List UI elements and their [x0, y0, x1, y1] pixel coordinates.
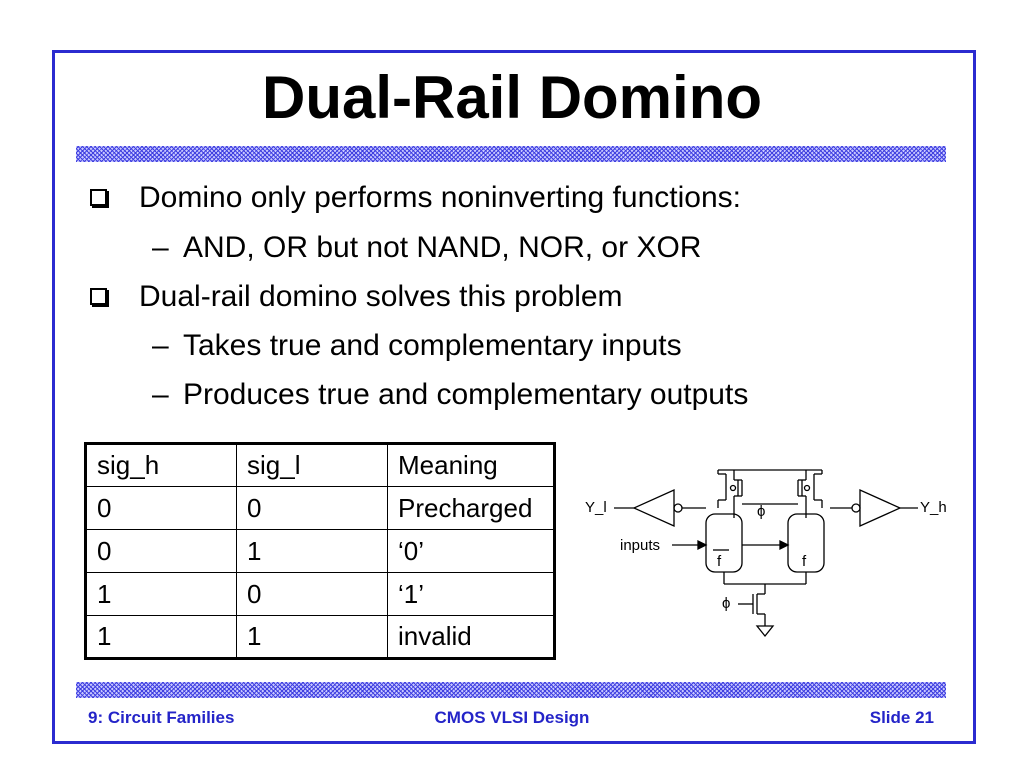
checkbox-bullet-icon — [90, 288, 107, 305]
left-output-inverter — [614, 488, 706, 528]
inputs-label: inputs — [620, 537, 660, 554]
ground-icon — [755, 625, 775, 638]
table-row: 0 1 ‘0’ — [85, 529, 555, 573]
sub-bullet-text: AND, OR but not NAND, NOR, or XOR — [183, 231, 702, 264]
table-row: 1 1 invalid — [85, 615, 555, 659]
right-output-inverter — [830, 488, 918, 528]
table-row: 1 0 ‘1’ — [85, 572, 555, 616]
bottom-divider — [76, 682, 946, 698]
sub-bullet-item: – Produces true and complementary output… — [152, 377, 748, 413]
header-cell: sig_l — [236, 443, 388, 487]
table-cell: ‘0’ — [387, 529, 555, 573]
sub-bullet-text: Produces true and complementary outputs — [183, 378, 749, 411]
dual-rail-domino-schematic: ϕ Y_l Y_h f f inputs ϕ — [585, 469, 947, 638]
table-cell: invalid — [387, 615, 555, 659]
dash-marker: – — [152, 378, 169, 411]
dash-marker: – — [152, 329, 169, 362]
header-cell: Meaning — [387, 443, 555, 487]
footer-slide-number: Slide 21 — [869, 708, 934, 727]
inputs-arrow-icon — [672, 539, 790, 551]
checkbox-bullet-icon — [90, 189, 107, 206]
phi-label-bottom: ϕ — [722, 595, 730, 612]
foot-nmos — [723, 572, 807, 626]
footer-title: CMOS VLSI Design — [434, 708, 590, 727]
table-cell: Precharged — [387, 486, 555, 530]
header-cell: sig_h — [85, 443, 237, 487]
slide-frame — [52, 50, 976, 744]
right-output-label: Y_h — [920, 499, 947, 516]
footer-course: 9: Circuit Families — [88, 708, 235, 727]
sub-bullet-item: – Takes true and complementary inputs — [152, 328, 682, 364]
table-cell: 0 — [85, 486, 237, 530]
table-header-row: sig_h sig_l Meaning — [85, 443, 555, 487]
phi-label-top: ϕ — [757, 503, 765, 520]
right-keeper-pmos — [797, 470, 811, 518]
sub-bullet-item: – AND, OR but not NAND, NOR, or XOR — [152, 230, 701, 266]
left-output-label: Y_l — [585, 499, 607, 516]
table-cell: 1 — [236, 615, 388, 659]
slide-title: Dual-Rail Domino — [261, 64, 762, 131]
table-cell: 1 — [85, 615, 237, 659]
table-cell: 1 — [236, 529, 388, 573]
sub-bullet-text: Takes true and complementary inputs — [183, 329, 682, 362]
top-divider — [76, 146, 946, 162]
bullet-text: Domino only performs noninverting functi… — [139, 181, 741, 214]
bullet-text: Dual-rail domino solves this problem — [139, 280, 623, 313]
precharge-pmos-pair — [717, 470, 823, 508]
table-row: 0 0 Precharged — [85, 486, 555, 530]
left-keeper-pmos — [729, 470, 743, 518]
table-cell: 0 — [236, 486, 388, 530]
dash-marker: – — [152, 231, 169, 264]
table-cell: 0 — [236, 572, 388, 616]
table-cell: ‘1’ — [387, 572, 555, 616]
table-cell: 1 — [85, 572, 237, 616]
table-cell: 0 — [85, 529, 237, 573]
dual-rail-truth-table: sig_h sig_l Meaning 0 0 Precharged 0 1 ‘… — [84, 442, 556, 660]
fbar-pulldown-block — [705, 513, 743, 573]
fbar-label: f — [717, 553, 722, 570]
f-label: f — [802, 553, 807, 570]
